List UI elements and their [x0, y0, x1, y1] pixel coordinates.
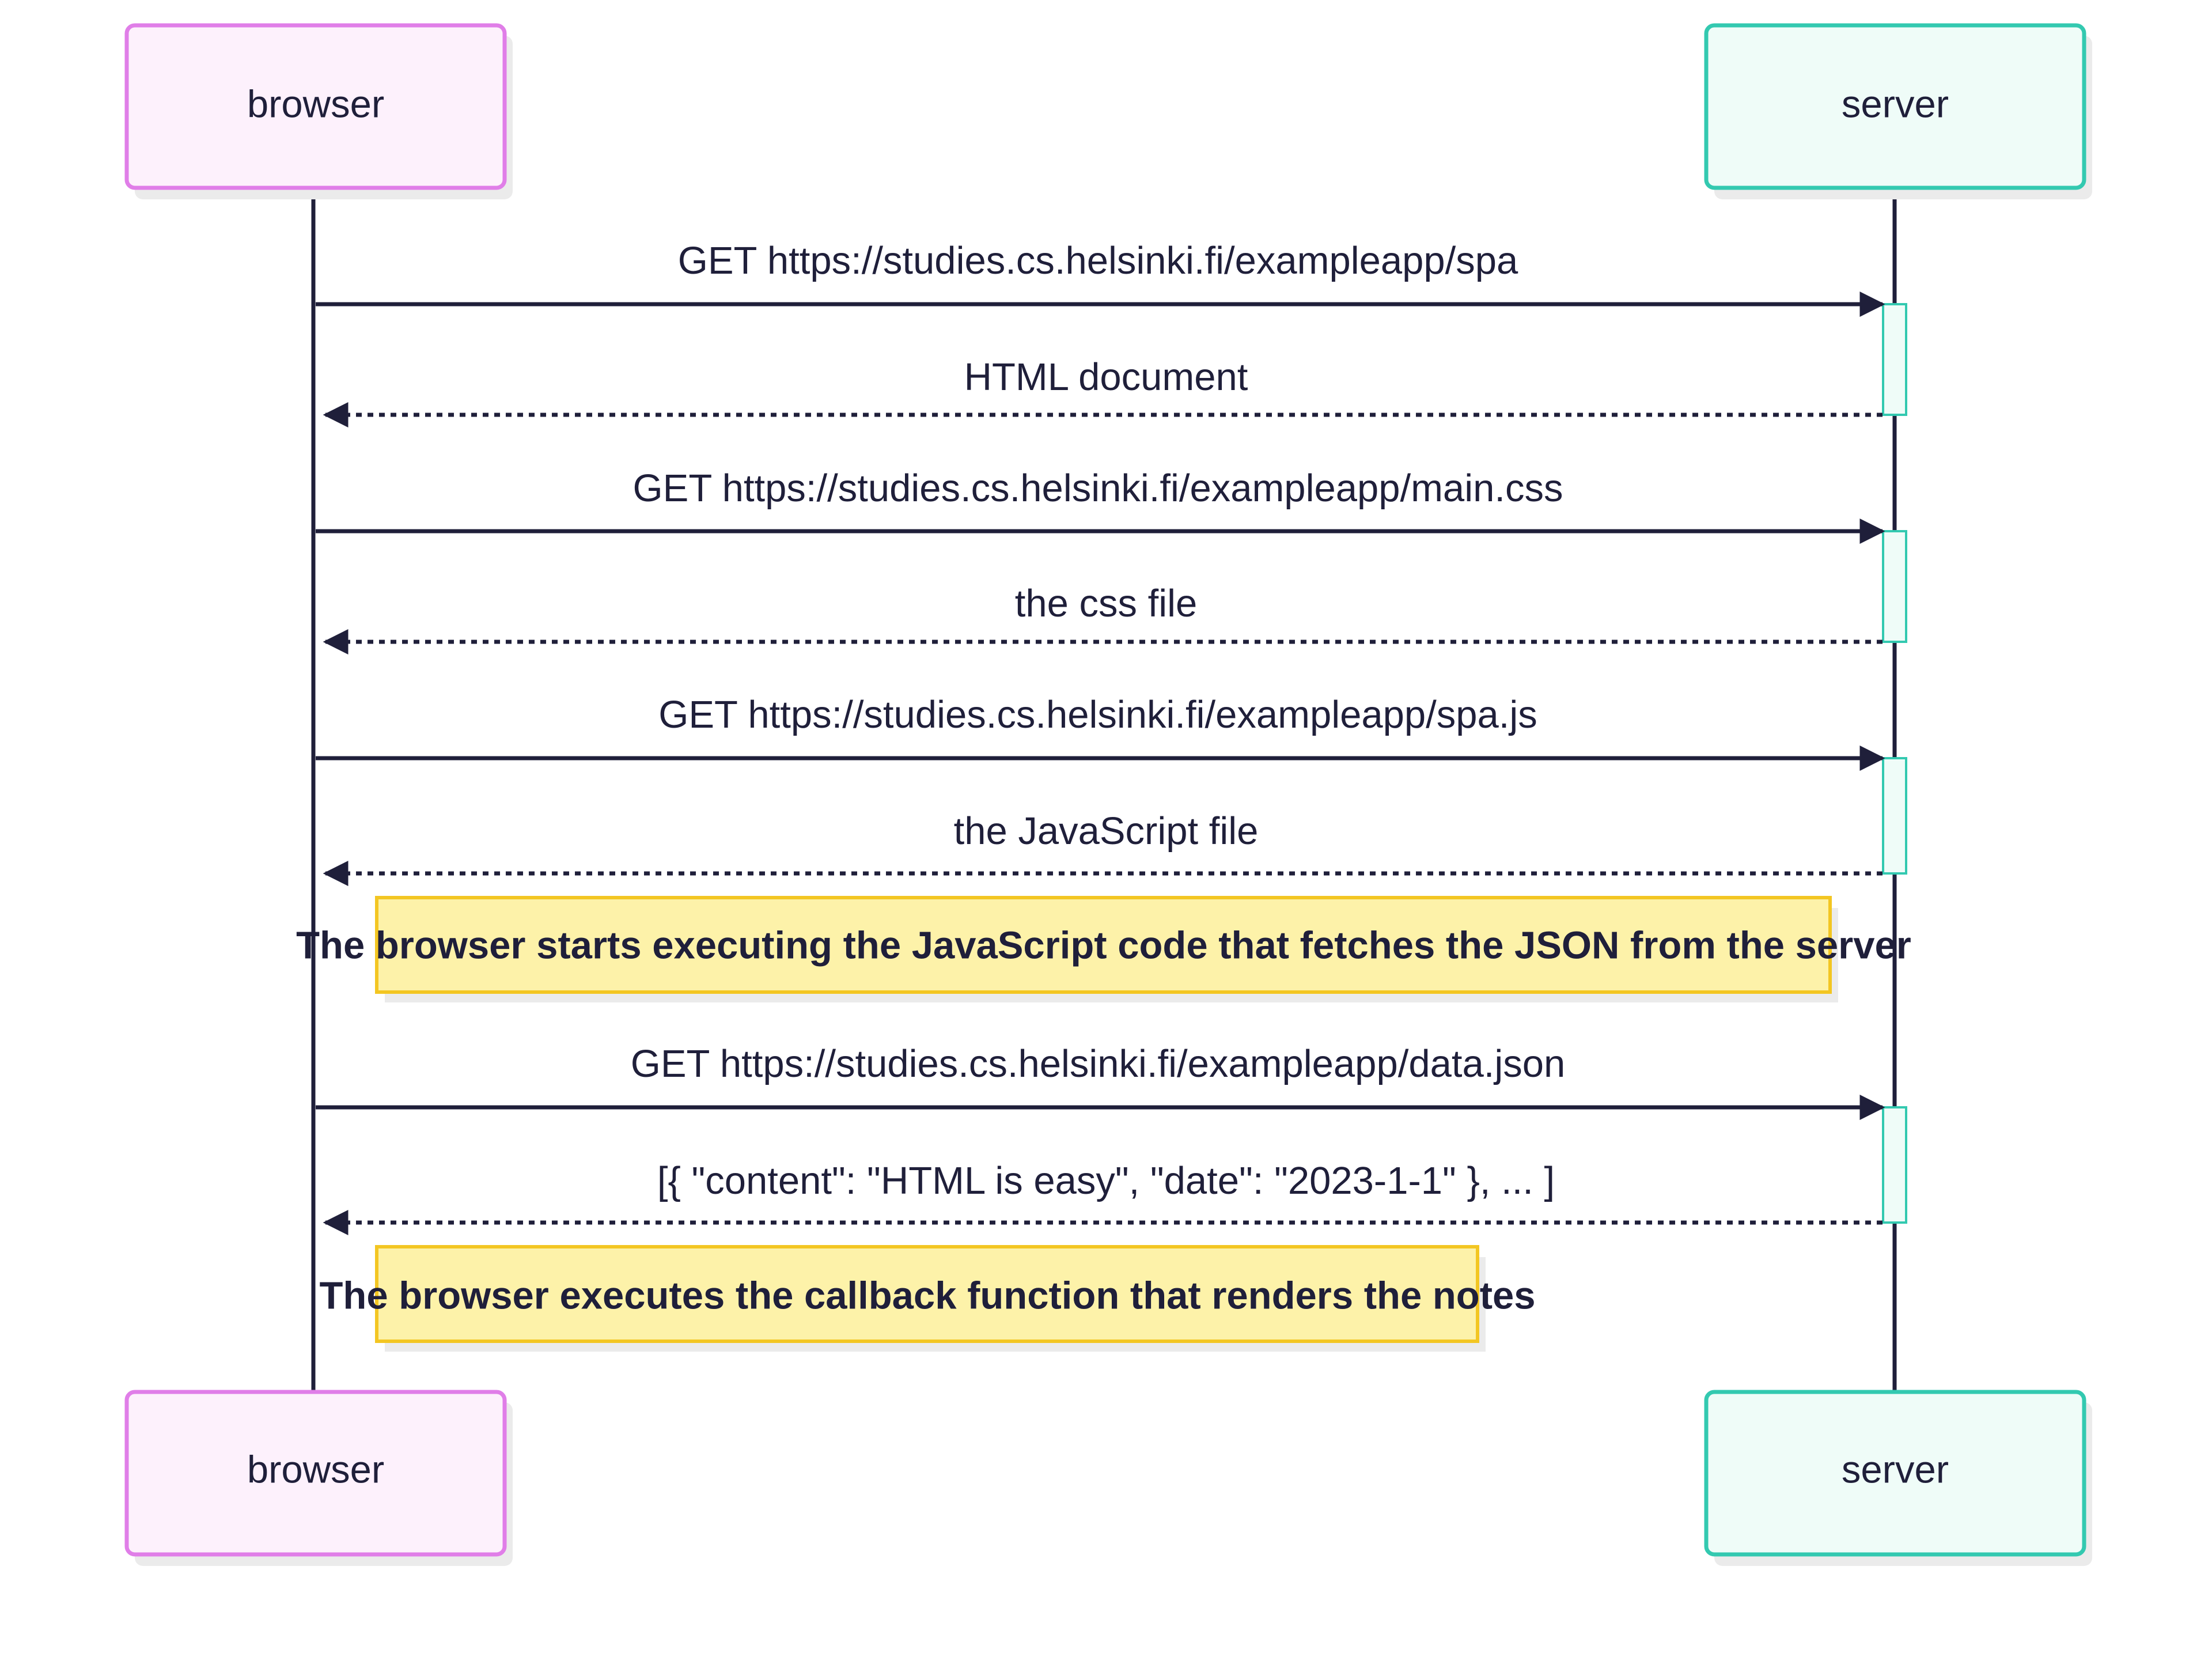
note-1-text: The browser starts executing the JavaScr…: [296, 924, 1911, 967]
note-2: The browser executes the callback functi…: [319, 1245, 1536, 1352]
server-actor-bottom-label: server: [1842, 1448, 1949, 1492]
message-5-label: GET https://studies.cs.helsinki.fi/examp…: [658, 693, 1537, 736]
message-1-label: GET https://studies.cs.helsinki.fi/examp…: [678, 239, 1518, 282]
browser-actor-top-label: browser: [247, 83, 384, 126]
server-actor-bottom: server: [1704, 1390, 2092, 1566]
message-4-label: the css file: [1015, 582, 1198, 625]
server-actor-top-label: server: [1842, 83, 1949, 126]
server-activation-3: [1882, 757, 1907, 875]
note-1: The browser starts executing the JavaScr…: [296, 896, 1911, 1002]
message-2-label: HTML document: [964, 355, 1248, 399]
browser-actor-bottom-label: browser: [247, 1448, 384, 1492]
server-activation-1: [1882, 303, 1907, 416]
note-2-text: The browser executes the callback functi…: [319, 1274, 1535, 1318]
server-activation-4: [1882, 1106, 1907, 1224]
server-actor-top: server: [1704, 23, 2092, 199]
message-7-label: GET https://studies.cs.helsinki.fi/examp…: [631, 1042, 1566, 1085]
browser-actor-top: browser: [124, 23, 513, 199]
browser-actor-bottom: browser: [124, 1390, 513, 1566]
message-3-label: GET https://studies.cs.helsinki.fi/examp…: [633, 467, 1563, 510]
message-6-label: the JavaScript file: [954, 809, 1259, 853]
server-activation-2: [1882, 530, 1907, 643]
message-8-label: [{ "content": "HTML is easy", "date": "2…: [657, 1159, 1555, 1202]
